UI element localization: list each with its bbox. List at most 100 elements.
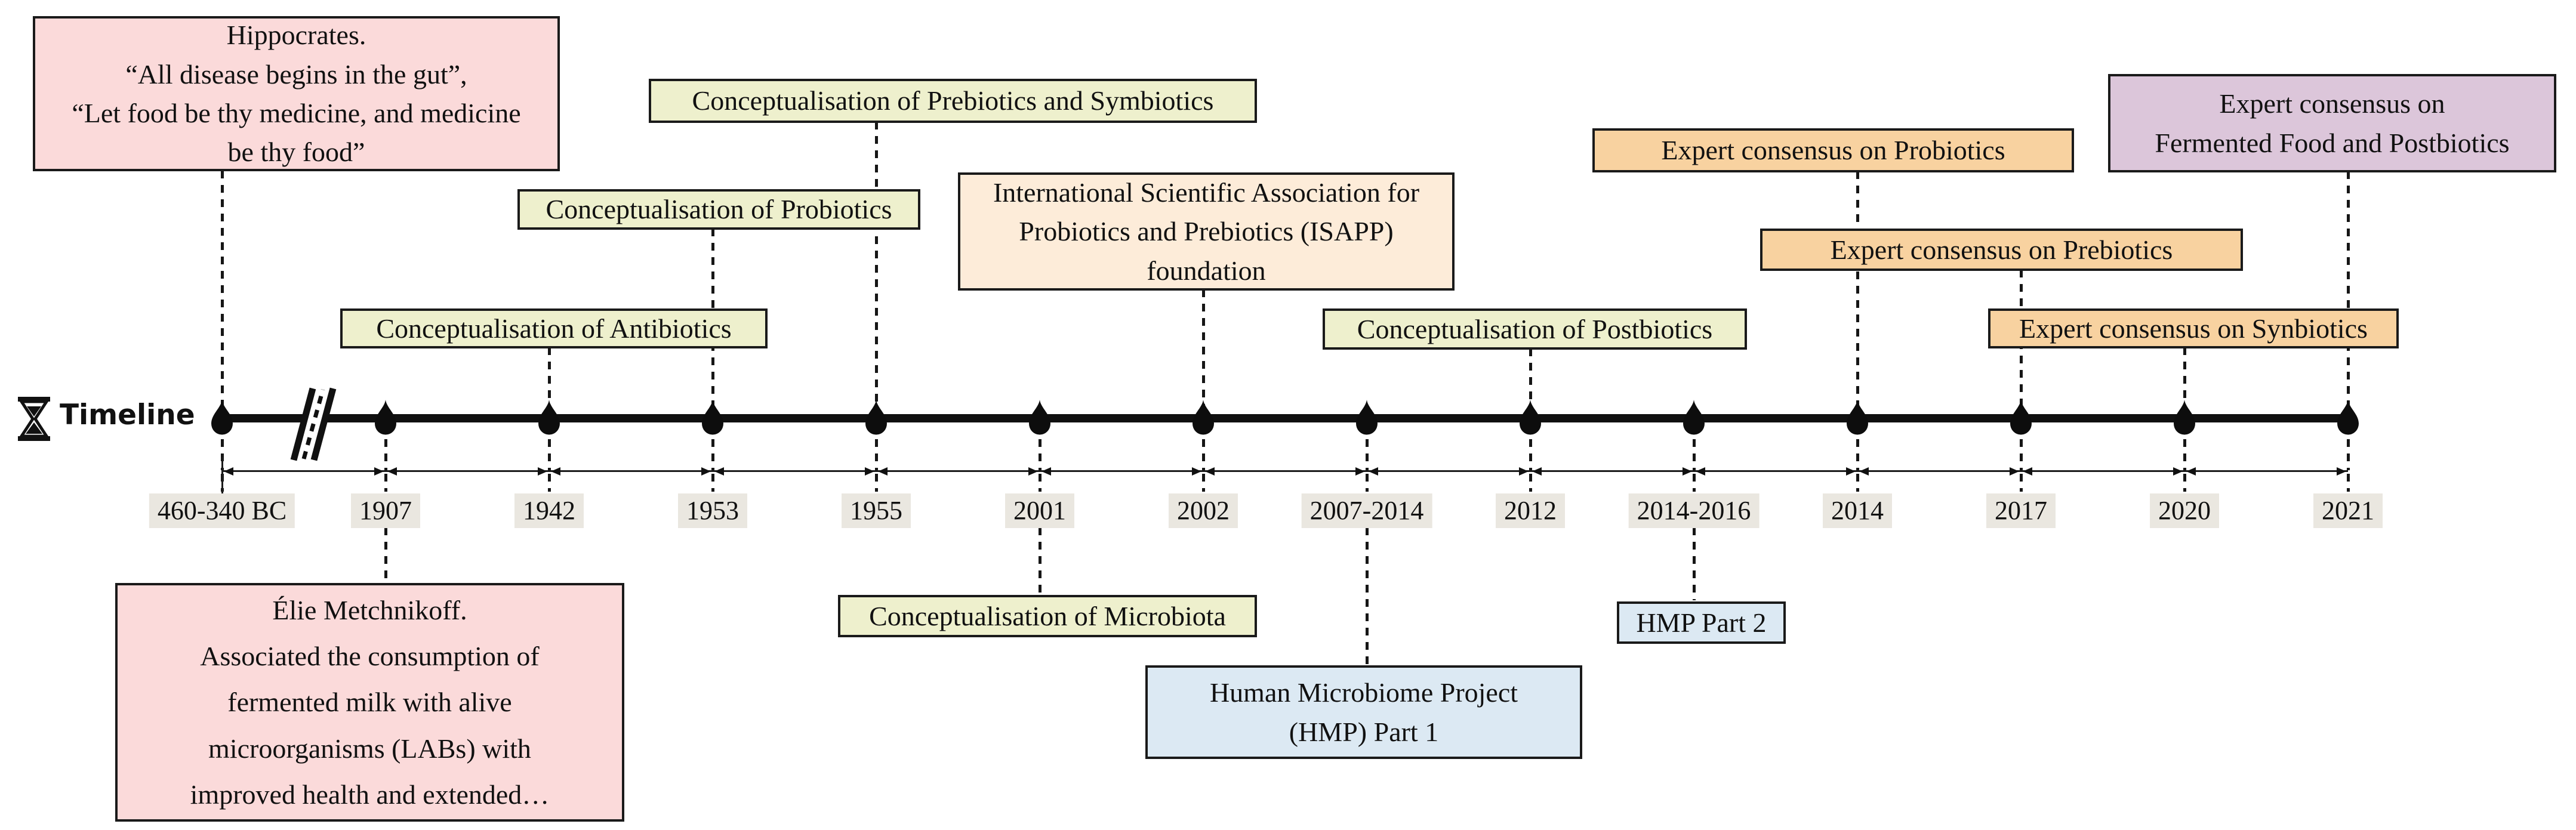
dimension-arrow-left [1859,467,1869,476]
marker-dash-below [1366,425,1369,470]
dimension-arrow-left [878,467,888,476]
connector-dash [1366,527,1369,664]
date-label: 2017 [1986,493,2056,529]
event-box-microbiota: Conceptualisation of Microbiota [838,595,1257,637]
connector-dash [1856,171,1859,418]
marker-dash-below [548,474,551,492]
marker-dash-below [711,425,714,470]
timeline-label: Timeline [60,399,195,431]
marker-dash-below [1529,474,1532,492]
dimension-line [222,470,2348,472]
marker-dash-below [875,425,878,470]
date-label: 2014-2016 [1628,493,1760,529]
marker-dash-below [1202,425,1205,470]
dimension-arrow-right [1355,467,1365,476]
marker-dash-below [1529,425,1532,470]
dimension-arrow-right [701,467,711,476]
dimension-arrow-left [551,467,560,476]
timeline-axis [222,414,2348,422]
timeline-marker [2007,400,2035,437]
dimension-arrow-right [865,467,874,476]
marker-dash-below [2183,425,2186,470]
connector-dash [1693,527,1696,600]
dimension-arrow-left [2023,467,2032,476]
dimension-start-tick [221,457,223,514]
connector-dash [2183,347,2186,418]
marker-dash-below [1366,474,1369,492]
dimension-arrow-left [387,467,397,476]
event-box-hmp-part1: Human Microbiome Project (HMP) Part 1 [1145,665,1582,759]
timeline-marker [1843,400,1872,437]
connector-dash [548,347,551,418]
dimension-arrow-right [2010,467,2019,476]
timeline-marker [1189,400,1218,437]
timeline-marker [371,400,400,437]
marker-dash-below [221,425,224,470]
dimension-arrow-right [2173,467,2183,476]
timeline-marker [1025,400,1054,437]
dimension-arrow-left [1205,467,1215,476]
timeline-marker [1680,400,1708,437]
connector-dash [1202,289,1205,418]
date-label: 1953 [678,493,747,529]
dimension-arrow-left [1042,467,1051,476]
date-label: 2002 [1169,493,1238,529]
marker-dash-below [2020,425,2023,470]
marker-dash-below [2347,474,2350,492]
event-box-metchnikoff: Élie Metchnikoff. Associated the consump… [115,583,624,822]
connector-dash [1529,348,1532,418]
connector-dash [1039,527,1042,594]
dimension-arrow-right [1683,467,1692,476]
timeline-marker [208,400,236,437]
date-label: 460-340 BC [149,493,295,529]
hourglass-icon [17,396,51,445]
event-box-expert-prebiotics: Expert consensus on Prebiotics [1760,229,2243,271]
dimension-arrow-right [374,467,384,476]
timeline-marker [2334,400,2362,437]
marker-dash-below [2183,474,2186,492]
marker-dash-below [1856,474,1859,492]
dimension-arrow-left [1369,467,1378,476]
marker-dash-below [1693,425,1696,470]
connector-dash [384,527,387,582]
timeline-marker [2170,400,2199,437]
event-box-hmp-part2: HMP Part 2 [1617,601,1786,644]
date-label: 1955 [842,493,911,529]
axis-break-icon [279,385,345,467]
event-box-hippocrates: Hippocrates. “All disease begins in the … [33,16,560,171]
marker-dash-below [2020,474,2023,492]
connector-dash [875,122,878,418]
timeline-marker [1352,400,1381,437]
dimension-arrow-left [714,467,724,476]
timeline-marker [862,400,890,437]
date-label: 2020 [2150,493,2219,529]
marker-dash-below [1039,474,1042,492]
event-box-isapp: International Scientific Association for… [958,172,1455,291]
dimension-arrow-right [538,467,547,476]
dimension-arrow-right [1028,467,1038,476]
marker-dash-below [1693,474,1696,492]
dimension-arrow-right [2337,467,2346,476]
timeline-marker [535,400,563,437]
event-box-expert-synbiotics: Expert consensus on Synbiotics [1988,308,2399,348]
event-box-expert-fermented-postbiotics: Expert consensus on Fermented Food and P… [2108,74,2556,172]
event-box-expert-probiotics: Expert consensus on Probiotics [1592,128,2074,172]
marker-dash-below [548,425,551,470]
marker-dash-below [1856,425,1859,470]
marker-dash-below [384,474,387,492]
event-box-antibiotics: Conceptualisation of Antibiotics [340,308,768,348]
dimension-arrow-left [2186,467,2196,476]
marker-dash-below [384,425,387,470]
event-box-postbiotics: Conceptualisation of Postbiotics [1323,308,1747,350]
date-label: 2014 [1823,493,1892,529]
timeline-marker [1516,400,1545,437]
dimension-arrow-left [224,467,233,476]
dimension-arrow-left [1532,467,1542,476]
marker-dash-below [875,474,878,492]
marker-dash-below [711,474,714,492]
date-label: 2001 [1005,493,1074,529]
dimension-arrow-right [1192,467,1201,476]
marker-dash-below [1039,425,1042,470]
timeline-marker [698,400,727,437]
